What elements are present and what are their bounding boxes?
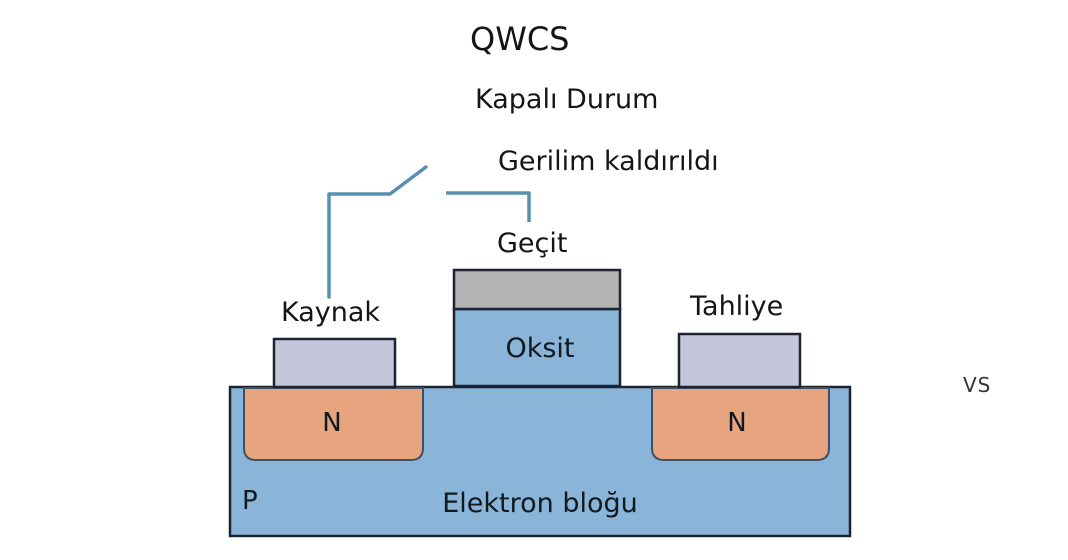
switch-wire-source [327,165,428,299]
state-label: Kapalı Durum [475,84,659,115]
oxide-layer [452,307,622,388]
switch-wire-gate [446,191,531,222]
source-contact [272,337,397,389]
drain-label: Tahliye [690,291,784,322]
source-n-region [243,387,424,461]
voltage-label: Gerilim kaldırıldı [498,146,719,177]
source-label: Kaynak [281,297,381,328]
drain-contact [677,332,802,389]
drain-region-label: N [727,408,746,438]
comparison-label: VS [963,373,992,397]
source-region-label: N [322,408,341,438]
drain-n-region [651,387,830,461]
oxide-label: Oksit [505,333,574,364]
diagram-title: QWCS [470,20,570,58]
gate-label: Geçit [497,228,568,259]
substrate-label: Elektron bloğu [442,488,638,519]
gate-metal [452,268,622,311]
substrate-type-label: P [242,486,258,516]
